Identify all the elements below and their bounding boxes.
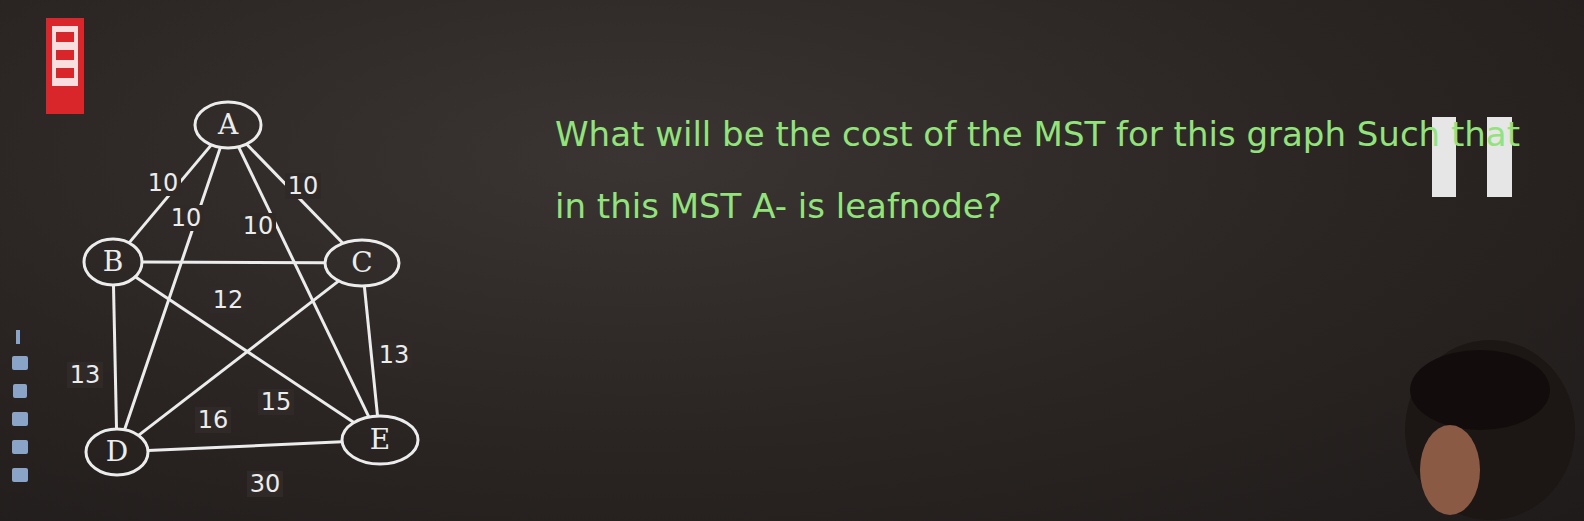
graph-edge (135, 277, 354, 423)
graph-edge (129, 145, 211, 243)
edge-weight: 10 (145, 170, 182, 196)
graph-edge (148, 442, 342, 451)
vertex-label: C (351, 249, 372, 277)
graph-edge (125, 147, 221, 429)
logo-mark (52, 26, 78, 86)
vertex-label: A (218, 111, 238, 139)
graph-vertex: E (340, 414, 420, 466)
graph-vertex: B (82, 237, 144, 287)
presenter-face (1420, 425, 1480, 515)
edge-weight: 10 (240, 213, 277, 239)
graph-vertex: C (323, 238, 401, 288)
vertex-label: D (106, 438, 128, 466)
logo-mark (56, 50, 74, 60)
logo-mark (56, 32, 74, 42)
logo (46, 18, 84, 114)
presenter (1405, 340, 1575, 520)
edge-weight: 12 (210, 287, 247, 313)
graph-edge (138, 281, 338, 436)
presenter-hair (1410, 350, 1550, 430)
edge-weight: 10 (168, 205, 205, 231)
edge-weight: 10 (285, 173, 322, 199)
graph-edge (113, 285, 116, 429)
graph-vertex: D (84, 427, 150, 477)
graph-vertex: A (193, 100, 263, 150)
edge-weight: 15 (258, 389, 295, 415)
vertex-label: B (103, 248, 124, 276)
edge-weight: 30 (247, 471, 284, 497)
vertex-label: E (370, 426, 390, 454)
edge-weight: 16 (195, 407, 232, 433)
edge-weight: 13 (376, 342, 413, 368)
logo-mark (56, 68, 74, 78)
question-text: What will be the cost of the MST for thi… (555, 98, 1555, 242)
graph-edge (239, 147, 369, 417)
graph-edge (142, 261, 325, 265)
toolbar-icons (12, 330, 28, 482)
edge-weight: 13 (67, 362, 104, 388)
